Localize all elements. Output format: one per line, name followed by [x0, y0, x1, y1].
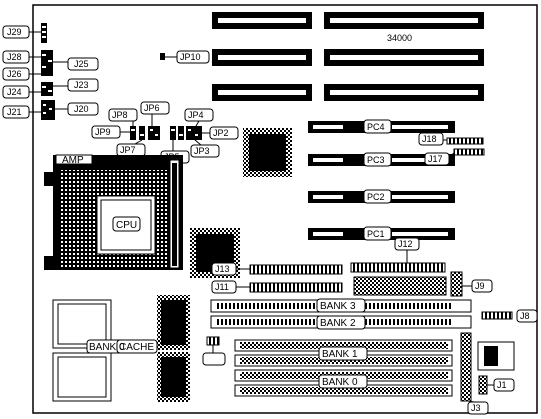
label-J20-text: J20 [74, 104, 89, 114]
label-PC3-text: PC3 [367, 155, 385, 165]
label-cache [116, 339, 158, 354]
chipset-chip [243, 128, 292, 177]
label-JP2-text: JP2 [213, 128, 229, 138]
label-J17 [424, 152, 450, 166]
label-JP7-text: JP7 [120, 145, 136, 155]
cpu-label: CPU [116, 220, 137, 231]
label-J23 [67, 78, 99, 92]
label-JP10 [176, 50, 210, 64]
label-JP3-text: JP3 [194, 146, 210, 156]
label-J13-text: J13 [215, 264, 230, 274]
label-PC1 [363, 226, 392, 241]
label-J3-text: J3 [471, 403, 481, 413]
label-BANK0-simm-text: BANK 0 [322, 377, 358, 388]
label-JP8-text: JP8 [112, 110, 128, 120]
label-JP6 [140, 101, 170, 115]
label-JP4-text: JP4 [188, 110, 204, 120]
label-J9-text: J9 [475, 281, 485, 291]
label-J11-text: J11 [215, 282, 229, 292]
small-jumper-label [202, 352, 226, 366]
label-J21-text: J21 [7, 107, 22, 117]
label-J12-text: J12 [398, 239, 413, 249]
label-J29-text: J29 [7, 27, 22, 37]
label-BANK0-simm [318, 374, 368, 389]
label-BANK1-text: BANK 1 [322, 349, 358, 360]
label-PC3 [363, 152, 392, 167]
connector-J11 [249, 282, 343, 293]
amp-label: AMP [62, 155, 84, 166]
label-J25 [67, 57, 99, 71]
label-JP8 [108, 108, 138, 122]
label-JP6-text: JP6 [144, 103, 160, 113]
label-J28-text: J28 [7, 52, 22, 62]
label-BANK2-text: BANK 2 [320, 318, 356, 329]
label-J25-text: J25 [74, 59, 89, 69]
label-BANK2 [316, 315, 366, 330]
label-PC1-text: PC1 [367, 229, 385, 239]
connector-J13 [249, 264, 343, 275]
label-PC4-text: PC4 [367, 122, 385, 132]
label-PC4 [363, 119, 392, 134]
label-JP10-text: JP10 [180, 52, 201, 62]
label-cache-bank0-text: BANK 0 [89, 342, 125, 353]
label-J18-text: J18 [422, 134, 437, 144]
label-J8-text: J8 [520, 311, 530, 321]
board-model: 34000 [387, 33, 412, 43]
label-PC2 [363, 189, 392, 204]
label-J1-text: J1 [497, 380, 507, 390]
label-J24-text: J24 [7, 87, 22, 97]
label-BANK1 [318, 346, 368, 361]
label-BANK3-text: BANK 3 [320, 301, 356, 312]
connector-J12 [350, 262, 446, 273]
cpu-socket: CPU AMP [44, 154, 183, 270]
label-J17-text: J17 [428, 154, 443, 164]
cpu-label-box [112, 216, 141, 232]
label-cache-text: CACHE [119, 342, 154, 353]
label-BANK3 [316, 298, 366, 313]
label-PC2-text: PC2 [367, 192, 385, 202]
label-J23-text: J23 [74, 80, 89, 90]
label-JP9-text: JP9 [95, 127, 111, 137]
label-J3 [467, 401, 489, 415]
label-J26-text: J26 [7, 69, 22, 79]
label-J8 [516, 309, 538, 323]
label-J18 [418, 132, 444, 146]
label-JP3 [190, 144, 220, 158]
